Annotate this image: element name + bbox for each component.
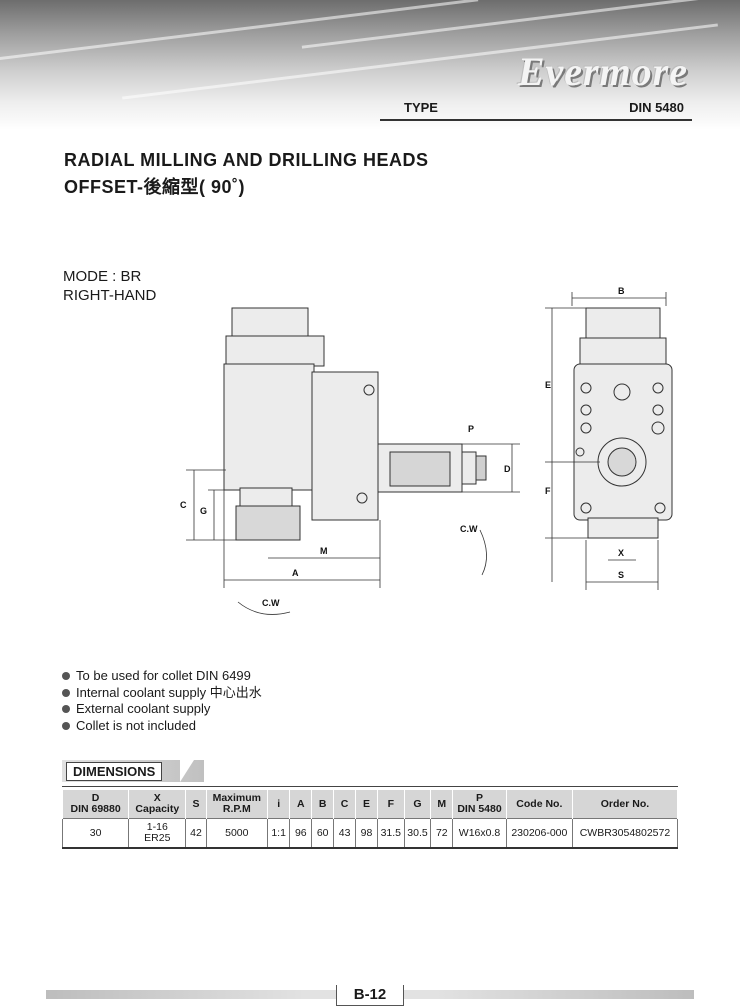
side-front-block xyxy=(311,371,379,521)
list-item: External coolant supply xyxy=(62,701,262,718)
table-cell: 60 xyxy=(311,818,335,849)
table-cell: 96 xyxy=(289,818,313,849)
front-coolant-port xyxy=(575,447,585,457)
bullet-icon xyxy=(62,688,70,697)
table-cell: 1:1 xyxy=(266,818,291,849)
front-upper xyxy=(579,337,667,367)
brand-logo: Evermore xyxy=(517,49,688,94)
col-header: E xyxy=(355,790,378,819)
col-header: B xyxy=(311,790,335,819)
table-cell: CWBR3054802572 xyxy=(571,818,679,849)
bullet-icon xyxy=(62,705,70,714)
table-cell: 42 xyxy=(185,818,207,849)
table-cell: 43 xyxy=(333,818,357,849)
page-subtitle: OFFSET-後縮型( 90˚) xyxy=(64,177,246,197)
dim-label-d: D xyxy=(504,464,511,474)
col-header: S xyxy=(185,790,207,819)
col-header: G xyxy=(403,790,432,819)
technical-drawing: B E F X S C G M A P D C.W C.W xyxy=(180,286,673,615)
hand-label: RIGHT-HAND xyxy=(63,287,157,304)
front-bolt xyxy=(651,421,665,435)
side-upper-body xyxy=(225,335,325,367)
page-title: RADIAL MILLING AND DRILLING HEADS xyxy=(64,150,429,170)
list-item: Collet is not included xyxy=(62,718,262,735)
dim-label-p: P xyxy=(468,424,474,434)
dim-label-b: B xyxy=(618,286,625,296)
page-header: Evermore xyxy=(0,0,740,130)
col-header: Order No. xyxy=(571,790,679,819)
front-bolt xyxy=(580,422,592,434)
col-header: F xyxy=(376,790,405,819)
divider xyxy=(62,786,678,787)
front-bottom xyxy=(587,517,659,539)
col-header: C xyxy=(333,790,357,819)
side-spindle-tip xyxy=(461,451,477,485)
dim-label-f: F xyxy=(545,486,551,496)
page-number: B-12 xyxy=(336,985,404,1006)
table-cell: 5000 xyxy=(205,818,268,849)
rotation-label-2: C.W xyxy=(262,598,280,608)
table-cell: 98 xyxy=(355,818,378,849)
dim-label-g: G xyxy=(200,506,207,516)
type-value: DIN 5480 xyxy=(629,100,684,115)
front-bolt xyxy=(652,404,664,416)
feature-list: To be used for collet DIN 6499 Internal … xyxy=(62,668,262,734)
front-bolt xyxy=(580,404,592,416)
front-bolt xyxy=(580,382,592,394)
side-main-body xyxy=(223,363,315,491)
front-bolt xyxy=(652,382,664,394)
front-bolt xyxy=(580,502,592,514)
dim-label-x: X xyxy=(618,548,624,558)
front-bolt xyxy=(654,502,666,514)
dim-label-c: C xyxy=(180,500,187,510)
side-top-cap xyxy=(231,307,309,339)
mode-label: MODE : BR xyxy=(63,268,142,285)
table-cell: 72 xyxy=(430,818,454,849)
table-cell: 30 xyxy=(61,818,130,849)
table-cell: 30.5 xyxy=(403,818,432,849)
table-cell: 31.5 xyxy=(376,818,405,849)
dim-label-s: S xyxy=(618,570,624,580)
dim-label-m: M xyxy=(320,546,328,556)
side-collar xyxy=(239,487,293,507)
side-bolt xyxy=(363,384,375,396)
col-header: i xyxy=(266,790,291,819)
type-bar: TYPE DIN 5480 xyxy=(380,97,692,121)
front-spindle-inner xyxy=(607,447,637,477)
table-cell: W16x0.8 xyxy=(452,818,507,849)
list-item: Internal coolant supply 中心出水 xyxy=(62,685,262,702)
col-header: M xyxy=(430,790,454,819)
dim-label-e: E xyxy=(545,380,551,390)
rotation-label-1: C.W xyxy=(460,524,478,534)
bullet-icon xyxy=(62,721,70,730)
bullet-icon xyxy=(62,672,70,681)
side-spline-end xyxy=(475,455,487,481)
dim-label-a: A xyxy=(292,568,299,578)
col-header: A xyxy=(289,790,313,819)
dimensions-header: DIMENSIONS xyxy=(62,760,204,782)
type-label: TYPE xyxy=(404,100,438,115)
col-header: Code No. xyxy=(505,790,573,819)
side-hole xyxy=(356,492,368,504)
front-gauge xyxy=(613,383,631,401)
dimensions-heading: DIMENSIONS xyxy=(66,762,163,781)
front-top-cap xyxy=(585,307,661,341)
header-triangle xyxy=(180,760,194,782)
side-collet-nut xyxy=(235,505,301,541)
list-item: To be used for collet DIN 6499 xyxy=(62,668,262,685)
table-cell: 230206-000 xyxy=(505,818,573,849)
side-spline xyxy=(389,451,451,487)
